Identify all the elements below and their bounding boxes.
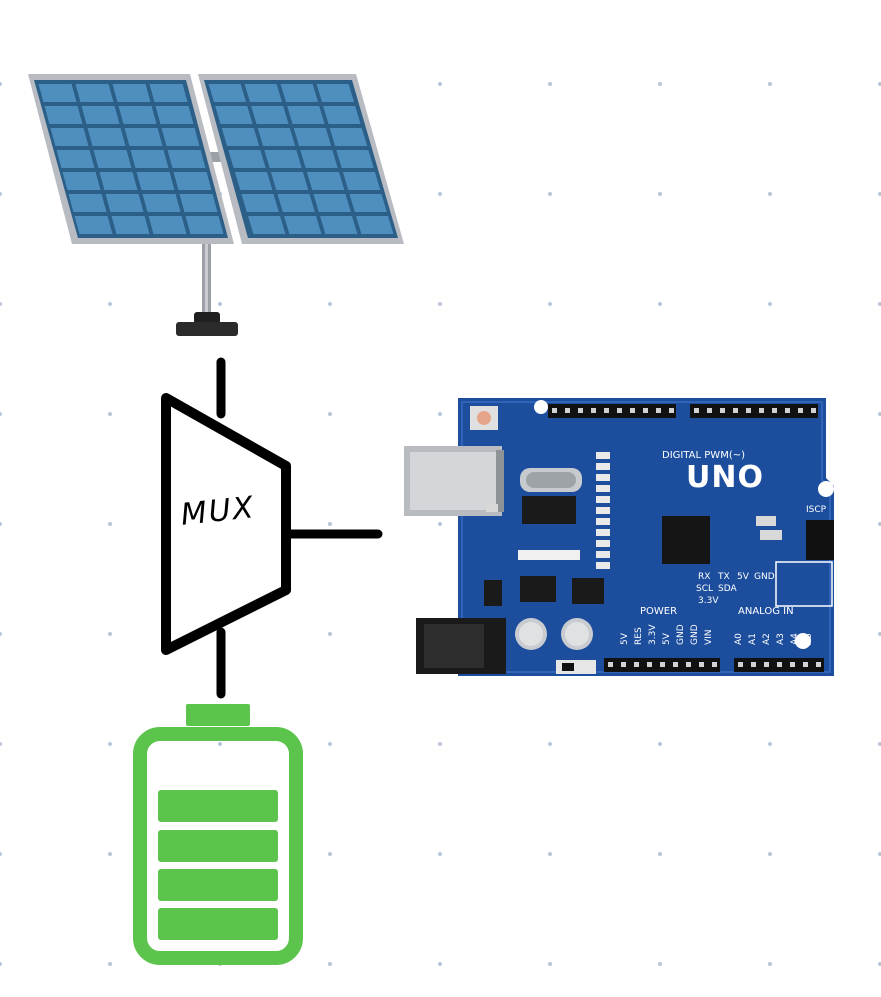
- analog-pin-label-5: A5: [804, 633, 814, 645]
- power-pin-label-4: GND: [676, 624, 686, 645]
- digital-pwm-label: DIGITAL PWM(~): [662, 450, 745, 461]
- tx-label: TX: [718, 572, 730, 582]
- rx-label: RX: [698, 572, 711, 582]
- power-pin-label-3: 5V: [662, 633, 672, 645]
- scl-label: SCL: [696, 584, 714, 594]
- analog-pin-label-1: A1: [748, 633, 758, 645]
- analog-pin-label-0: A0: [734, 633, 744, 645]
- power-pin-label-6: VIN: [704, 629, 714, 645]
- power-pin-label-1: RES: [634, 627, 644, 645]
- sda-label: SDA: [718, 584, 737, 594]
- analog-pin-label-3: A3: [776, 633, 786, 645]
- 3v3-label: 3.3V: [698, 596, 719, 606]
- analog-pin-label-2: A2: [762, 633, 772, 645]
- gnd-label: GND: [754, 572, 775, 582]
- icsp-label: ISCP: [806, 505, 827, 515]
- power-pin-label-2: 3.3V: [648, 624, 658, 645]
- analog-pin-label-4: A4: [790, 633, 800, 645]
- power-pin-label-0: 5V: [620, 633, 630, 645]
- power-pin-label-5: GND: [690, 624, 700, 645]
- power-label: POWER: [640, 606, 678, 617]
- 5v-label: 5V: [737, 572, 749, 582]
- analog-in-label: ANALOG IN: [738, 606, 794, 617]
- arduino-model-label: UNO: [686, 460, 764, 495]
